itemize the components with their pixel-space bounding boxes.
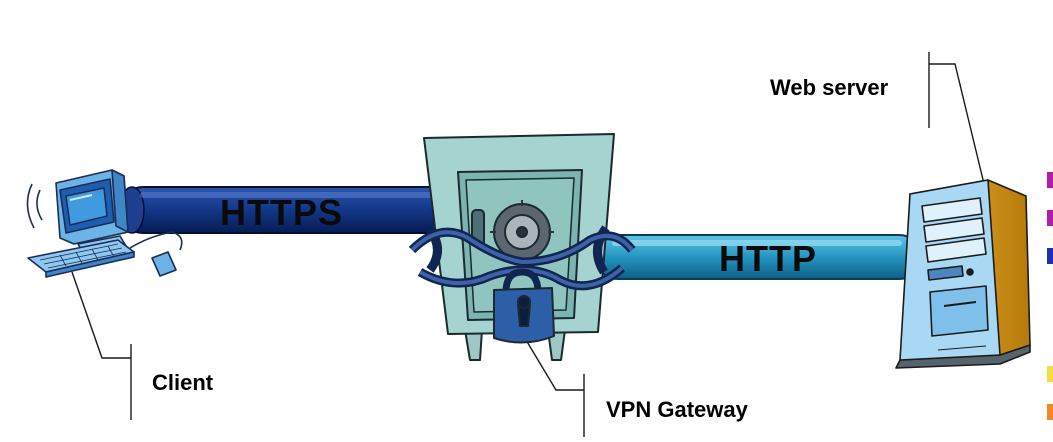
edge-mark — [1047, 172, 1053, 188]
http-link-label: HTTP — [719, 238, 817, 279]
leader-lines — [71, 52, 986, 437]
edge-color-marks — [1047, 172, 1053, 420]
chained-safe-icon — [408, 133, 636, 361]
edge-mark — [1047, 210, 1053, 226]
https-link-label: HTTPS — [220, 192, 344, 233]
edge-mark — [1047, 366, 1053, 382]
edge-mark — [1047, 404, 1053, 420]
gateway-leader-line — [519, 329, 584, 391]
tower-server-icon — [895, 179, 1031, 369]
vpn-gateway-label: VPN Gateway — [606, 397, 748, 422]
http-tube — [595, 234, 922, 280]
desktop-computer-icon — [26, 169, 183, 278]
edge-mark — [1047, 248, 1053, 264]
client-leader-line — [71, 271, 131, 359]
client-label: Client — [152, 370, 214, 395]
server-leader-line — [929, 63, 986, 189]
web-server-label: Web server — [770, 75, 889, 100]
